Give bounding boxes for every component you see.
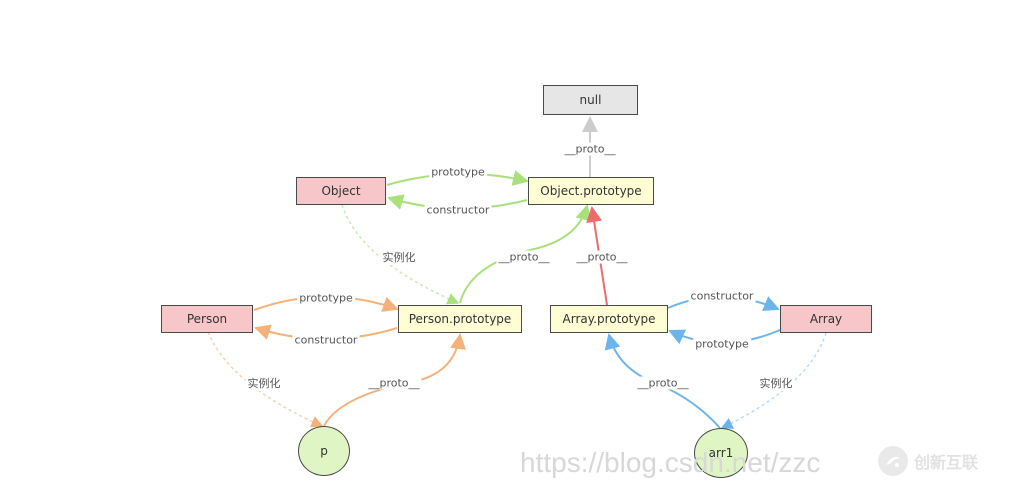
node-array-prototype: Array.prototype <box>550 305 668 333</box>
node-p: p <box>298 426 350 476</box>
node-null: null <box>543 85 638 115</box>
edge-label-object-instantiate: 实例化 <box>380 249 418 265</box>
chuangxin-logo-icon <box>878 446 908 476</box>
edge-label-arr1-proto: __proto__ <box>635 376 691 390</box>
edge-label-objproto-null: __proto__ <box>562 142 618 156</box>
logo-text: 创新互联 <box>914 453 979 472</box>
edge-label-personproto-proto: __proto__ <box>496 250 552 264</box>
brand-logo: 创新互联 <box>878 446 978 476</box>
edge-label-object-prototype: prototype <box>429 165 487 179</box>
edge-personproto-proto <box>459 204 592 304</box>
edge-label-person-prototype: prototype <box>297 291 355 305</box>
edge-label-arrayproto-constructor: constructor <box>688 289 756 303</box>
node-arr1: arr1 <box>694 428 748 478</box>
edge-label-person-instantiate: 实例化 <box>245 375 283 391</box>
node-person-prototype: Person.prototype <box>398 305 522 333</box>
edge-label-array-prototype: prototype <box>693 337 751 351</box>
edge-person-instantiate <box>207 331 324 428</box>
watermark-text: https://blog.csdn.net/zzc <box>520 447 821 478</box>
edge-label-array-instantiate: 实例化 <box>757 375 795 391</box>
node-object: Object <box>296 177 386 205</box>
edge-label-p-proto: __proto__ <box>366 376 422 390</box>
edge-object-instantiate <box>341 204 460 305</box>
node-array: Array <box>780 305 872 333</box>
edge-label-personproto-constructor: constructor <box>292 333 360 347</box>
edge-label-arrayproto-proto: __proto__ <box>574 250 630 264</box>
node-person: Person <box>161 305 253 333</box>
edge-label-objproto-constructor: constructor <box>424 203 492 217</box>
node-object-prototype: Object.prototype <box>528 177 654 205</box>
